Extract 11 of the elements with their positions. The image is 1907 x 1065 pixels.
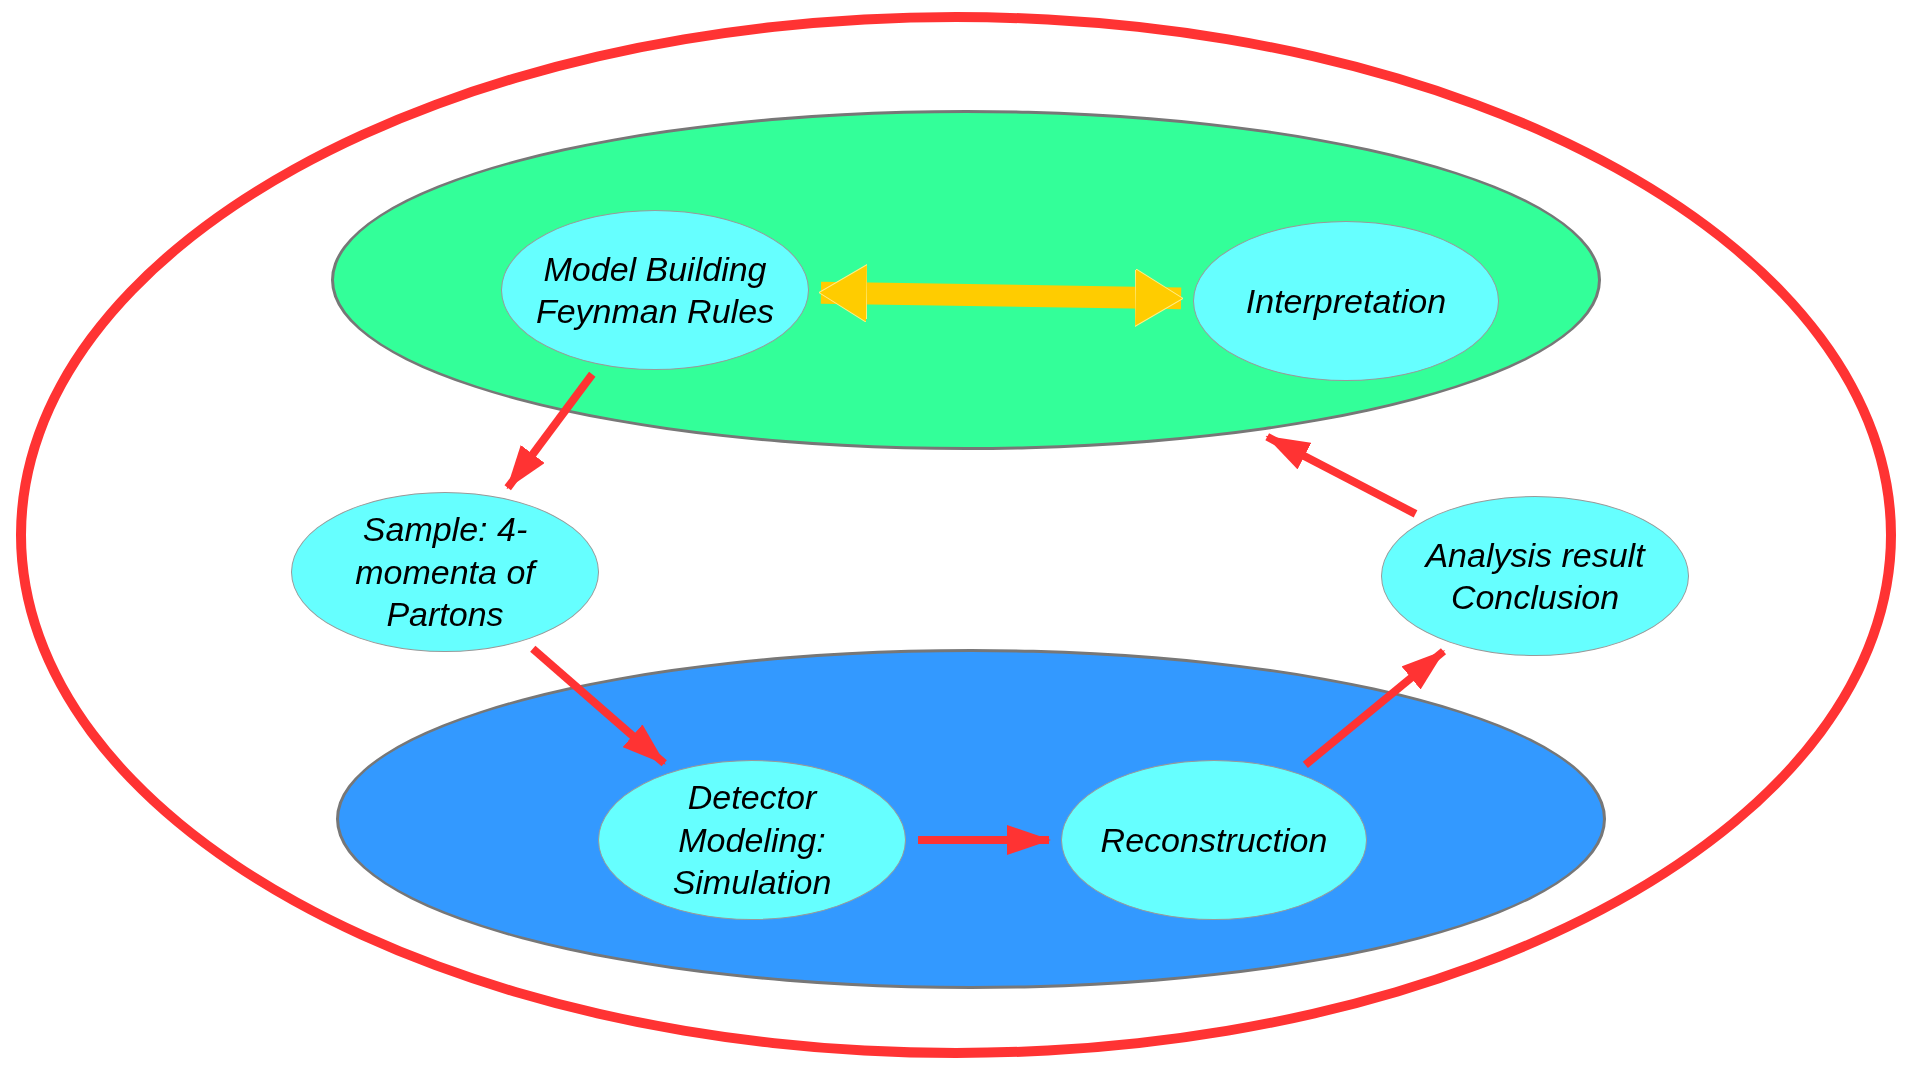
arrow xyxy=(1302,648,1447,768)
arrow xyxy=(1265,433,1418,518)
node-label: Reconstruction xyxy=(1100,819,1328,861)
arrow xyxy=(818,263,1184,328)
node-label: Interpretation xyxy=(1245,280,1447,322)
arrow xyxy=(530,645,667,767)
arrow xyxy=(504,371,596,491)
node-label: Analysis result Conclusion xyxy=(1423,534,1647,618)
node-label: Sample: 4-momenta of Partons xyxy=(349,508,541,636)
node-label: Detector Modeling: Simulation xyxy=(671,777,833,904)
node-label: Model Building Feynman Rules xyxy=(534,248,776,332)
